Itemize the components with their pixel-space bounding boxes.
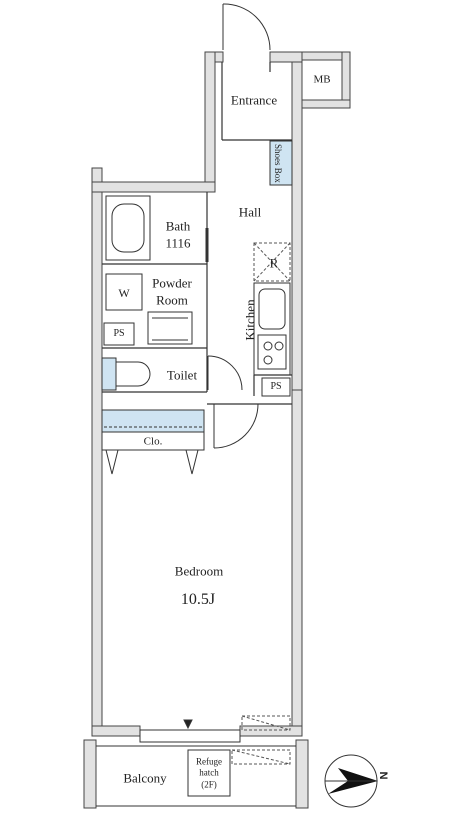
- entrance-door: [222, 3, 271, 51]
- closet-label: Clo.: [143, 435, 163, 448]
- bath-size-label: 1116: [165, 235, 191, 251]
- north-compass: [324, 754, 378, 808]
- kitchen-counter: [253, 282, 291, 376]
- shoes-box: [269, 140, 293, 186]
- refrigerator-space: [253, 242, 291, 282]
- powder-room-label-2: Room: [156, 292, 188, 308]
- toilet-label: Toilet: [166, 367, 198, 383]
- entrance-label: Entrance: [230, 92, 278, 108]
- ac-unit: [231, 715, 291, 765]
- balcony-window: [139, 719, 241, 743]
- mb-label: MB: [313, 73, 331, 86]
- closet: [101, 409, 205, 475]
- refrigerator-label: R: [269, 255, 279, 271]
- bathtub: [105, 195, 151, 261]
- powder-room-label-1: Powder: [152, 275, 192, 291]
- washer-label: W: [118, 286, 130, 300]
- refuge-hatch: [187, 749, 231, 797]
- hall-label: Hall: [238, 204, 262, 220]
- ps-left-label: PS: [113, 328, 125, 339]
- toilet-door: [207, 355, 243, 391]
- bedroom-size-label: 10.5J: [180, 591, 216, 608]
- bath-label: Bath: [165, 218, 191, 234]
- interior-walls: [102, 62, 292, 405]
- refuge-hatch-label-1: Refuge: [196, 756, 222, 767]
- kitchen-label: Kitchen: [242, 299, 258, 341]
- powder-sink: [147, 311, 193, 345]
- balcony-label: Balcony: [123, 770, 167, 786]
- ps-box-left: [103, 322, 135, 346]
- ps-box-right: [261, 377, 291, 397]
- toilet-fixture: [101, 357, 151, 391]
- refuge-hatch-label-3: (2F): [201, 779, 217, 790]
- washer-space: [105, 273, 143, 311]
- bedroom-door: [213, 403, 259, 449]
- shoes-box-label: Shoes Box: [273, 144, 283, 183]
- outer-walls: [83, 51, 351, 809]
- north-label: N: [378, 771, 391, 780]
- refuge-hatch-label-2: hatch: [199, 767, 219, 778]
- bedroom-label: Bedroom: [174, 563, 224, 579]
- ps-right-label: PS: [270, 381, 282, 392]
- balcony-area: [96, 745, 296, 807]
